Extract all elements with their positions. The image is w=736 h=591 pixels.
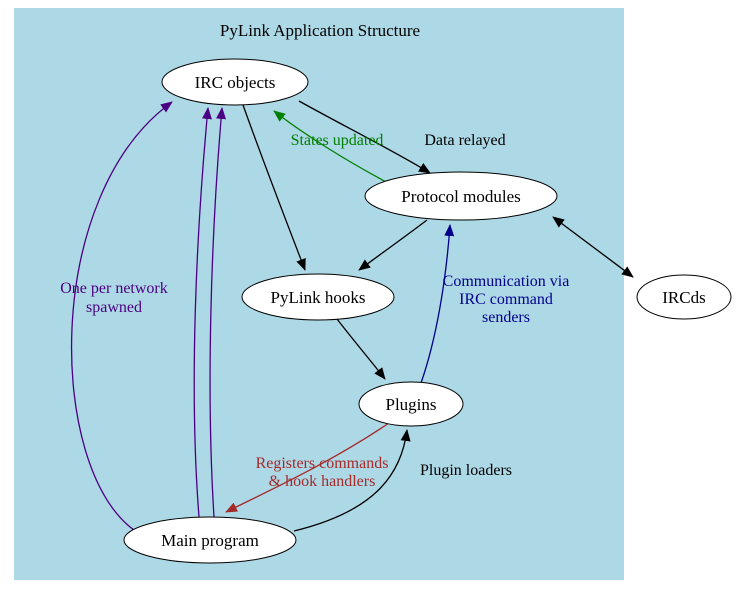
- node-label-irc-objects: IRC objects: [195, 73, 276, 92]
- edge-protocol-to-irc: [273, 110, 389, 184]
- node-main-program: [123, 516, 297, 564]
- edge-label-one-per-network-line1: One per network: [60, 280, 168, 297]
- edge-label-communication-line1: Communication via: [443, 273, 570, 290]
- edge-label-data-relayed: Data relayed: [424, 132, 505, 149]
- node-protocol-modules: [364, 171, 558, 221]
- diagram-title: PyLink Application Structure: [220, 21, 420, 40]
- edge-label-plugin-loaders: Plugin loaders: [420, 462, 512, 479]
- node-label-plugins: Plugins: [385, 395, 436, 414]
- edge-label-communication-line2: IRC command: [459, 291, 553, 308]
- edge-label-registers-line2: & hook handlers: [269, 473, 376, 490]
- edge-irc-to-hooks: [242, 104, 306, 271]
- edge-hooks-to-plugins: [336, 318, 386, 380]
- edge-main-to-plugins: [293, 429, 411, 532]
- node-pylink-hooks: [241, 273, 395, 321]
- node-ircds: [636, 274, 732, 320]
- node-label-main-program: Main program: [161, 531, 259, 550]
- edge-label-states-updated: States updated: [291, 132, 384, 149]
- edge-irc-to-protocol: [298, 100, 431, 174]
- edge-plugins-to-main: [225, 422, 390, 513]
- node-label-ircds: IRCds: [662, 288, 705, 307]
- node-plugins: [358, 381, 464, 427]
- node-label-pylink-hooks: PyLink hooks: [271, 288, 366, 307]
- edge-spawn-1: [70, 101, 173, 531]
- node-label-protocol-modules: Protocol modules: [401, 187, 520, 206]
- edge-label-communication-line3: senders: [482, 309, 530, 326]
- edge-plugins-to-protocol: [420, 224, 455, 384]
- edge-protocol-to-hooks: [358, 219, 428, 271]
- edge-spawn-2: [193, 107, 212, 518]
- edge-protocol-ircds: [552, 216, 634, 278]
- edge-label-one-per-network-line2: spawned: [86, 299, 142, 316]
- edge-spawn-3: [209, 107, 227, 518]
- node-irc-objects: [161, 58, 309, 106]
- edge-label-registers-line1: Registers commands: [256, 455, 389, 472]
